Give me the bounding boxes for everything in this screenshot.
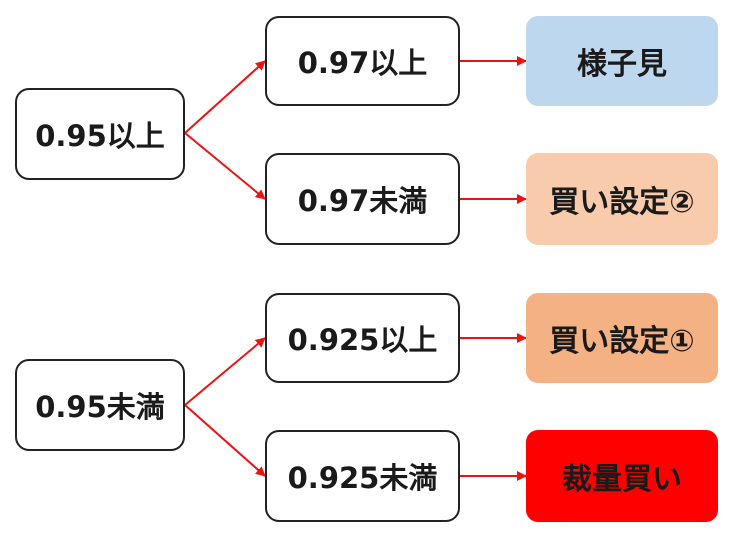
result-wait-and-see: 様子見 xyxy=(526,16,718,106)
node-097-below: 0.97未満 xyxy=(265,153,460,245)
node-0925-below: 0.925未満 xyxy=(265,430,460,522)
node-0925-above: 0.925以上 xyxy=(265,293,460,383)
result-buy-setting-2: 買い設定② xyxy=(526,153,718,245)
node-root-095-above: 0.95以上 xyxy=(15,88,185,180)
arrow-root-low-to-0925-above xyxy=(184,337,266,406)
arrow-root-high-to-097-below xyxy=(184,132,266,200)
arrow-root-high-to-097-above xyxy=(184,60,266,134)
node-root-095-below: 0.95未満 xyxy=(15,359,185,451)
node-097-above: 0.97以上 xyxy=(265,16,460,106)
result-buy-setting-1: 買い設定① xyxy=(526,293,718,383)
arrow-root-low-to-0925-below xyxy=(184,404,266,477)
result-discretionary-buy: 裁量買い xyxy=(526,430,718,522)
